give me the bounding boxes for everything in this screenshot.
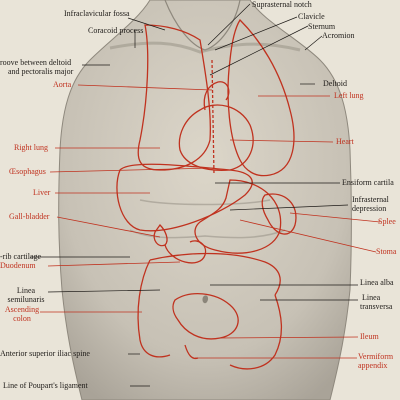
liver-outline bbox=[116, 163, 253, 232]
label-right-lung: Right lung bbox=[14, 143, 49, 152]
duodenum-outline bbox=[164, 240, 207, 264]
leader-clavicle bbox=[214, 16, 298, 51]
leader-aorta bbox=[77, 84, 213, 91]
label-groove-line1: roove between deltoid bbox=[0, 58, 72, 67]
label-linea-semilunaris-line2: semilunaris bbox=[7, 295, 45, 304]
label-deltoid: Deltoid bbox=[323, 79, 347, 88]
label-anterior-superior-iliac-spine: Anterior superior iliac spine bbox=[0, 349, 90, 358]
leader-duodenum bbox=[47, 261, 181, 267]
label-infrasternal-line2: depression bbox=[352, 204, 387, 213]
label-aorta: Aorta bbox=[53, 80, 72, 89]
label-ileum: Ileum bbox=[360, 332, 379, 341]
label-ascending-colon-line1: Ascending bbox=[4, 305, 40, 314]
transverse-colon-outline bbox=[149, 252, 281, 296]
label-stomach: Stoma bbox=[376, 247, 397, 256]
label-vermiform-line1: Vermiform bbox=[358, 352, 394, 361]
spleen-outline bbox=[261, 193, 297, 235]
ascending-colon-outline bbox=[137, 259, 171, 358]
leader-sternum bbox=[209, 25, 309, 76]
leader-infrasternal-depression bbox=[229, 204, 349, 211]
label-spleen: Splee bbox=[378, 217, 396, 226]
descending-colon-outline bbox=[229, 294, 283, 370]
label-linea-alba: Linea alba bbox=[360, 278, 394, 287]
label-left-lung: Left lung bbox=[334, 91, 364, 100]
abdominal-shading bbox=[129, 199, 286, 239]
label-coracoid-process: Coracoid process bbox=[88, 26, 144, 35]
label-infraclavicular-fossa: Infraclavicular fossa bbox=[64, 9, 130, 18]
stomach-outline bbox=[194, 179, 282, 254]
leader-ileum bbox=[219, 336, 359, 339]
leader-stomach bbox=[239, 219, 377, 253]
label-rib-cartilage: -rib cartilage bbox=[0, 252, 42, 261]
label-infrasternal-line1: Infrasternal bbox=[352, 195, 389, 204]
leader-linea-semilunaris bbox=[47, 289, 161, 293]
torso-silhouette bbox=[58, 0, 352, 400]
label-liver: Liver bbox=[33, 188, 51, 197]
label-ascending-colon-line2: colon bbox=[13, 314, 31, 323]
leader-acromion bbox=[304, 35, 323, 51]
label-oesophagus: Œsophagus bbox=[9, 167, 46, 176]
leader-infraclavicular-fossa bbox=[127, 17, 166, 31]
leader-suprasternal-notch bbox=[207, 3, 251, 46]
leader-spleen bbox=[289, 212, 381, 223]
label-linea-transversa-line2: transversa bbox=[360, 302, 393, 311]
leader-heart bbox=[229, 139, 334, 143]
navel bbox=[202, 295, 209, 304]
label-clavicle: Clavicle bbox=[298, 12, 325, 21]
label-suprasternal-notch: Suprasternal notch bbox=[252, 0, 312, 9]
label-pouparts-ligament: Line of Poupart's ligament bbox=[3, 381, 88, 390]
right-lung-outline bbox=[137, 24, 211, 171]
leader-oesophagus bbox=[49, 167, 215, 173]
label-ensiform-cartilage: Ensiform cartila bbox=[342, 178, 394, 187]
leader-gall-bladder bbox=[56, 216, 161, 238]
label-vermiform-line2: appendix bbox=[358, 361, 388, 370]
label-sternum: Sternum bbox=[308, 22, 336, 31]
clavicle-line bbox=[109, 41, 301, 54]
aorta-outline bbox=[203, 81, 230, 111]
label-gall-bladder: Gall-bladder bbox=[9, 212, 50, 221]
label-acromion: Acromion bbox=[322, 31, 355, 40]
label-groove-line2: and pectoralis major bbox=[8, 67, 74, 76]
label-linea-semilunaris-line1: Linea bbox=[16, 286, 36, 295]
oesophagus-outline bbox=[211, 59, 215, 176]
left-lung-outline bbox=[227, 18, 295, 177]
label-heart: Heart bbox=[336, 137, 354, 146]
label-duodenum: Duodenum bbox=[0, 261, 36, 270]
label-linea-transversa-line1: Linea bbox=[362, 293, 381, 302]
